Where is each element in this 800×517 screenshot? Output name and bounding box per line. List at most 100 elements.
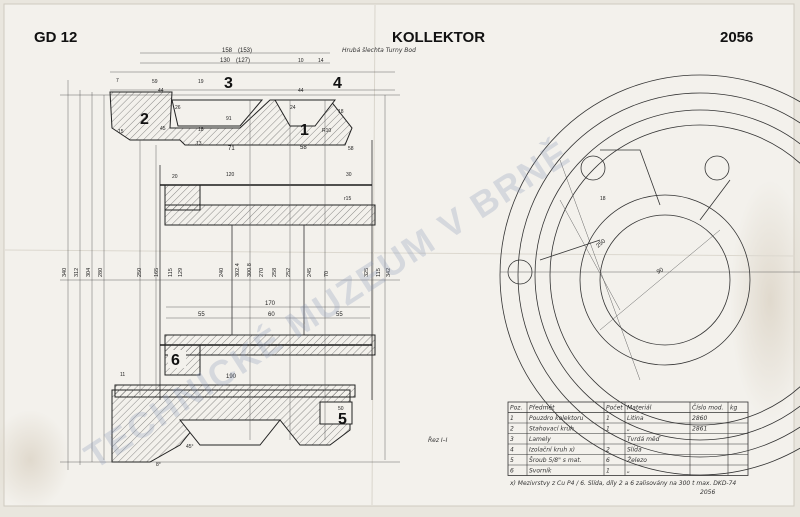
table-cell: Lamely [529,436,551,443]
table-header-cell: Předmět [529,405,555,412]
svg-text:26: 26 [175,105,181,111]
table-cell: 2 [606,447,610,454]
table-cell: 1 [606,468,610,475]
table-header-cell: Číslo mod. [692,405,724,412]
top-note: Hrubá šlechta Turny Bod [342,47,416,54]
part-label-2: 2 [140,111,149,128]
table-cell: 1 [606,415,610,422]
svg-text:45: 45 [160,126,166,132]
table-border [507,401,749,476]
svg-text:18: 18 [600,196,606,202]
bom-footnote: x) Mezivrstvy z Cu P4 / 6. Slída, díly 2… [509,480,736,487]
svg-text:11: 11 [120,372,125,378]
part-label-3: 3 [224,75,233,92]
table-cell: 1 [510,415,514,422]
svg-text:70: 70 [324,271,330,277]
svg-text:252: 252 [286,268,292,277]
svg-text:129: 129 [178,268,184,277]
table-cell: „ [627,426,630,433]
svg-text:250: 250 [137,268,143,277]
svg-text:14: 14 [318,58,324,64]
vertical-dimensions: 340 312 304 280 250 165 115 129 240 302.… [60,80,400,470]
svg-text:50: 50 [338,406,344,412]
svg-text:44: 44 [298,88,304,94]
table-cell: Tvrdá měď [627,436,661,443]
svg-text:115: 115 [168,268,174,277]
svg-text:19: 19 [198,79,204,85]
table-header-cell: kg [730,405,737,412]
svg-text:18: 18 [338,109,344,115]
section-label: Řez I–I [428,436,448,444]
table-cell: Slída [627,447,642,454]
table-cell: Izolační kruh x) [529,447,575,454]
svg-text:18: 18 [198,127,204,133]
table-cell: 2861 [692,426,707,433]
svg-text:8°: 8° [156,462,161,468]
svg-text:(153): (153) [238,48,252,54]
table-cell: Šroub 5/8" s mat. [529,457,582,464]
svg-text:44: 44 [158,88,164,94]
svg-text:340: 340 [62,268,68,277]
table-cell: Litina [627,415,644,422]
svg-text:165: 165 [154,268,160,277]
table-cell: 4 [510,447,514,454]
svg-text:240: 240 [219,268,225,277]
top-dimensions: 158 (153) 130 (127) 10 14 Hrubá šlechta … [110,47,416,468]
drawing-code: GD 12 [34,29,77,46]
table-cell: 2 [510,426,514,433]
svg-text:325: 325 [364,268,370,277]
drawing-number: 2056 [720,29,753,46]
svg-text:58: 58 [348,146,354,152]
horizontal-dimensions: 170 55 60 55 [166,301,370,319]
svg-text:55: 55 [336,312,343,318]
table-header-cell: Počet [606,405,623,412]
svg-text:245: 245 [307,268,313,277]
svg-text:250: 250 [595,238,607,249]
part-label-6: 6 [171,352,180,369]
svg-text:312: 312 [74,268,80,277]
table-header-cell: Materiál [627,405,652,412]
svg-text:55: 55 [198,312,205,318]
svg-text:R10: R10 [322,128,331,134]
svg-text:13: 13 [196,141,202,147]
svg-text:158: 158 [222,48,233,54]
svg-text:60: 60 [268,312,275,318]
table-cell: 2860 [692,415,707,422]
svg-text:10: 10 [298,58,304,64]
svg-text:270: 270 [259,268,265,277]
table-cell: Pouzdro kolektoru [529,415,584,422]
svg-text:304: 304 [86,268,92,277]
svg-text:24: 24 [290,105,296,111]
table-cell: Stahovací kruh [529,426,574,433]
bom-footnote-sub: 2056 [700,489,715,496]
table-cell: „ [627,468,630,475]
svg-text:170: 170 [265,301,276,307]
table-cell: 6 [606,457,610,464]
svg-text:71: 71 [228,146,235,152]
svg-text:130: 130 [220,58,231,64]
svg-text:280: 280 [98,268,104,277]
svg-text:45°: 45° [186,444,194,450]
svg-text:302.4: 302.4 [235,263,241,277]
collector-cross-section [60,91,400,463]
svg-text:90: 90 [656,267,665,276]
svg-text:20: 20 [172,174,178,180]
table-cell: Svorník [529,468,552,475]
svg-text:342: 342 [386,268,392,277]
svg-text:15: 15 [118,129,124,135]
svg-text:7: 7 [116,78,119,84]
svg-text:258: 258 [272,268,278,277]
svg-text:58: 58 [300,145,307,151]
svg-text:30: 30 [346,172,352,178]
table-cell: 6 [510,468,514,475]
svg-text:120: 120 [226,172,235,178]
svg-text:r15: r15 [344,196,351,202]
table-cell: Železo [626,456,647,464]
table-cell: 1 [606,426,610,433]
drawing-title: KOLLEKTOR [392,29,485,46]
svg-text:115: 115 [376,268,382,277]
table-cell: 5 [510,457,514,464]
